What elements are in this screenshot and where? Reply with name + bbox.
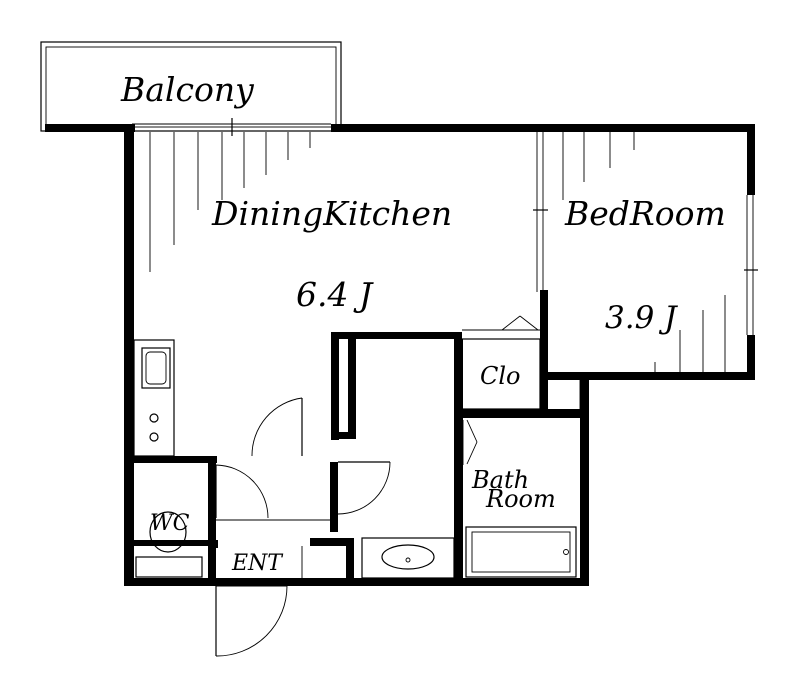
partition-sliding-door — [533, 132, 548, 292]
bath-label-line2: Room — [485, 485, 556, 513]
bathtub — [465, 526, 577, 578]
dining-hatching — [149, 132, 311, 272]
walls — [45, 124, 755, 586]
closet-label: Clo — [480, 362, 521, 390]
corridor-lines — [216, 519, 330, 578]
wc-label: WC — [150, 511, 190, 536]
bedroom-side-window — [744, 195, 758, 335]
washbasin — [361, 537, 455, 579]
bedroom-size: 3.9 J — [605, 300, 678, 336]
toilet — [135, 511, 203, 578]
doors — [215, 380, 581, 657]
bedroom-label: BedRoom — [564, 194, 726, 233]
dining-kitchen-label: DiningKitchen — [211, 194, 452, 233]
bedroom-hatching — [562, 132, 726, 372]
balcony-sliding-window — [132, 118, 331, 136]
balcony-label: Balcony — [120, 70, 254, 109]
kitchen-counter — [133, 339, 175, 457]
bath-label-line1: Bath — [471, 466, 529, 494]
closet — [461, 315, 541, 410]
bath-door — [462, 419, 478, 465]
dining-kitchen-size: 6.4 J — [296, 275, 374, 314]
entrance-label: ENT — [231, 551, 284, 576]
